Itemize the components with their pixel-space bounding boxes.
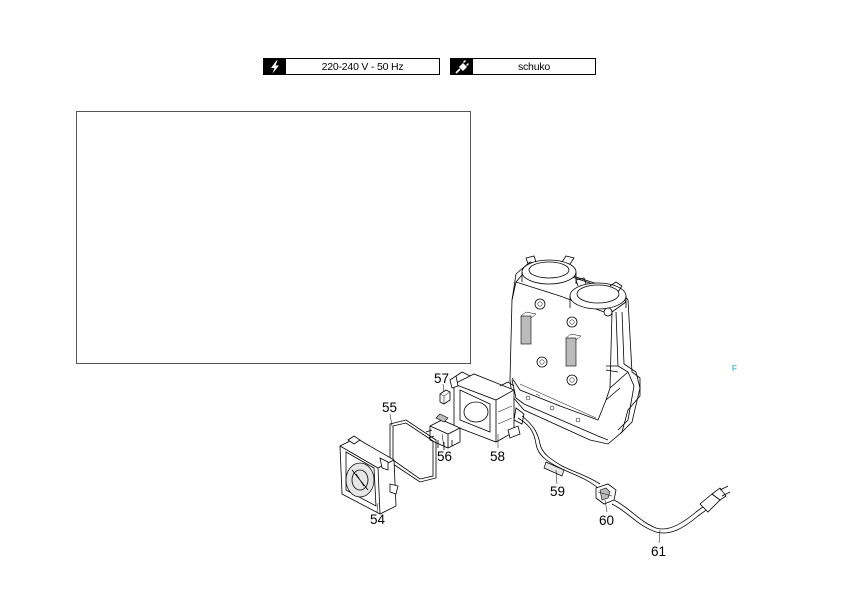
part-label-57: 57 (434, 371, 449, 386)
tank-housing (509, 255, 641, 445)
part-label-55: 55 (382, 400, 397, 415)
part-label-58: 58 (490, 449, 505, 464)
voltage-spec-box: 220-240 V - 50 Hz (263, 58, 440, 75)
placeholder-frame (76, 111, 471, 364)
lightning-bolt-icon (264, 59, 286, 74)
leader-lines (376, 383, 661, 544)
part-label-59: 59 (550, 484, 565, 499)
plug-text: schuko (517, 60, 551, 73)
plug-spec-box: schuko (450, 58, 596, 75)
rocker-switch (425, 413, 461, 450)
part-label-60: 60 (599, 513, 614, 528)
part-label-54: 54 (370, 512, 386, 527)
small-clip (439, 389, 451, 405)
corner-mark: F (732, 364, 737, 373)
part-label-56: 56 (437, 449, 452, 464)
power-cord (517, 415, 731, 534)
voltage-text: 220-240 V - 50 Hz (321, 60, 404, 73)
front-panel (339, 435, 399, 515)
schuko-plug (699, 485, 731, 513)
plug-icon (451, 59, 473, 74)
switch-housing (449, 371, 521, 443)
part-label-61: 61 (651, 544, 666, 559)
cord-clamp (595, 483, 617, 505)
gasket (389, 419, 437, 483)
